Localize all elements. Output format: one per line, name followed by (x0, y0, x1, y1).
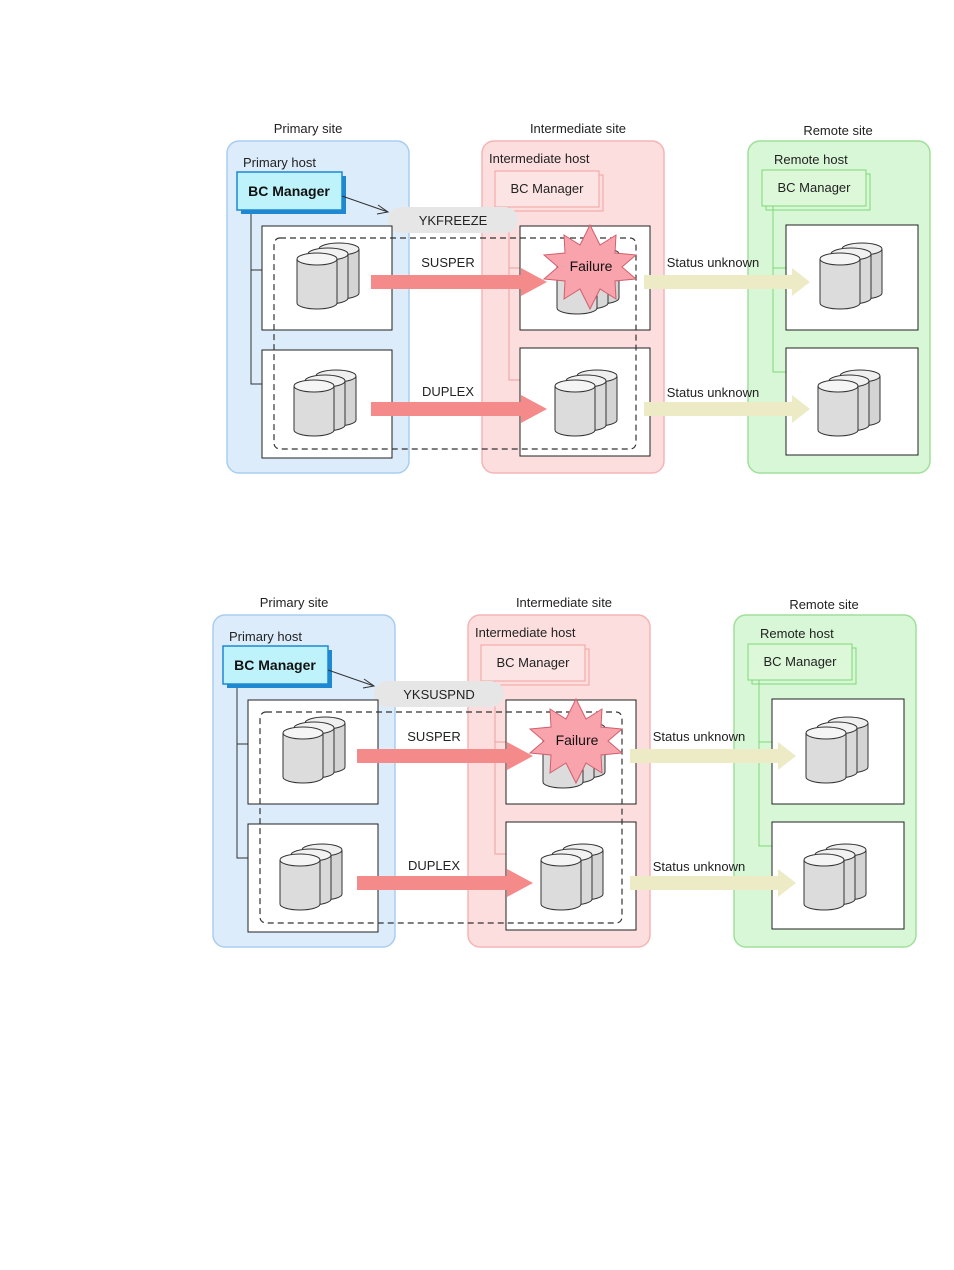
primary-host-link (250, 214, 262, 385)
intermediate-host-link (494, 681, 506, 855)
intermediate-host-label: Intermediate host (489, 151, 590, 166)
pair-status-top: SUSPER (407, 729, 460, 744)
primary-site-label: Primary site (260, 595, 329, 610)
bc-manager-intermediate (494, 170, 600, 208)
bc-manager-intermediate-label: BC Manager (511, 181, 585, 196)
pair-status-top: SUSPER (421, 255, 474, 270)
bc-manager-primary-label: BC Manager (248, 183, 330, 199)
bc-manager-remote-label: BC Manager (778, 180, 852, 195)
remote-site-label: Remote site (789, 597, 858, 612)
remote-status-bottom: Status unknown (667, 385, 760, 400)
remote-host-label: Remote host (774, 152, 848, 167)
remote-status-top: Status unknown (667, 255, 760, 270)
intermediate-host-link (508, 207, 520, 381)
pair-status-bottom: DUPLEX (422, 384, 474, 399)
command-bubble (374, 681, 504, 707)
bc-manager-primary-label: BC Manager (234, 657, 316, 673)
remote-host-link (758, 680, 772, 847)
bc-manager-remote (761, 169, 867, 207)
remote-site-label: Remote site (803, 123, 872, 138)
intermediate-site-label: Intermediate site (530, 121, 626, 136)
failure-label: Failure (556, 732, 599, 748)
primary-host-link (236, 688, 248, 859)
bc-manager-remote (747, 643, 853, 681)
pair-status-bottom: DUPLEX (408, 858, 460, 873)
failure-label: Failure (570, 258, 613, 274)
primary-host-label: Primary host (229, 629, 302, 644)
command-bubble (388, 207, 518, 233)
command-label: YKSUSPND (403, 687, 475, 702)
intermediate-host-label: Intermediate host (475, 625, 576, 640)
remote-host-label: Remote host (760, 626, 834, 641)
primary-host-label: Primary host (243, 155, 316, 170)
command-label: YKFREEZE (419, 213, 488, 228)
bc-manager-primary (222, 645, 329, 685)
bc-manager-remote-label: BC Manager (764, 654, 838, 669)
remote-status-bottom: Status unknown (653, 859, 746, 874)
bc-manager-intermediate-label: BC Manager (497, 655, 571, 670)
bc-manager-intermediate (480, 644, 586, 682)
consistency-group-box (273, 237, 637, 450)
remote-status-top: Status unknown (653, 729, 746, 744)
diagram-2: Primary site Intermediate site Remote si… (212, 595, 917, 948)
bc-manager-primary (236, 171, 343, 211)
consistency-group-box (259, 711, 623, 924)
intermediate-site-label: Intermediate site (516, 595, 612, 610)
remote-host-link (772, 206, 786, 373)
primary-site-label: Primary site (274, 121, 343, 136)
diagram-1: Primary site Intermediate site Remote si… (226, 121, 931, 474)
